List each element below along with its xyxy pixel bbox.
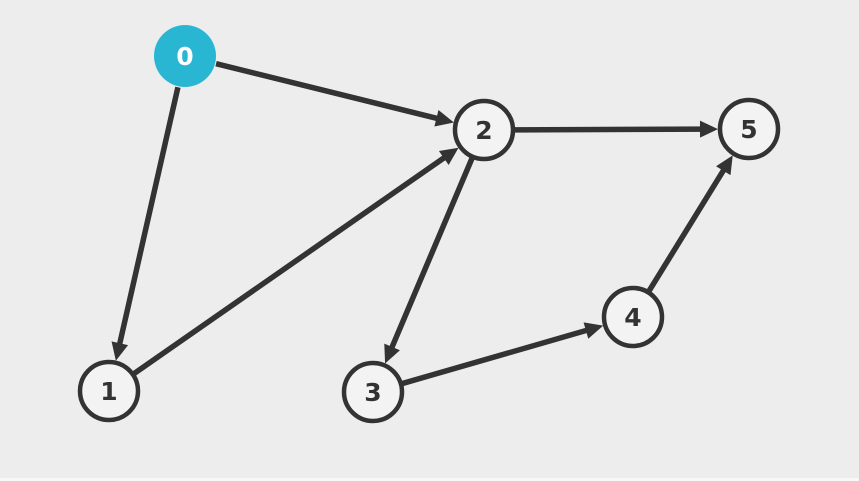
- arrowhead-icon: [111, 341, 129, 361]
- node-0[interactable]: 0: [154, 25, 216, 87]
- edge-0-2: [215, 61, 454, 127]
- edge-0-1: [111, 86, 181, 361]
- window-bottom-edge: [0, 478, 859, 481]
- node-3[interactable]: 3: [341, 360, 405, 424]
- node-circle-4[interactable]: [601, 285, 665, 349]
- arrowhead-icon: [438, 147, 459, 165]
- node-1[interactable]: 1: [77, 359, 141, 423]
- node-label-0: 0: [176, 42, 193, 71]
- edge-3-4: [401, 322, 604, 387]
- edge-2-5: [513, 120, 719, 138]
- edge-line-1-2: [132, 152, 451, 377]
- arrowhead-icon: [434, 109, 454, 127]
- arrowhead-icon: [384, 343, 400, 364]
- node-2[interactable]: 2: [452, 98, 516, 162]
- node-circle-2[interactable]: [452, 98, 516, 162]
- node-label-1: 1: [100, 377, 117, 406]
- node-circle-5[interactable]: [717, 97, 781, 161]
- node-label-3: 3: [364, 378, 381, 407]
- edge-line-0-2: [215, 61, 443, 123]
- node-circle-1[interactable]: [77, 359, 141, 423]
- node-5[interactable]: 5: [717, 97, 781, 161]
- edge-4-5: [646, 155, 733, 293]
- node-circle-0[interactable]: [154, 25, 216, 87]
- edge-line-2-5: [513, 126, 707, 133]
- edge-line-4-5: [646, 164, 729, 293]
- arrowhead-icon: [716, 155, 733, 176]
- node-4[interactable]: 4: [601, 285, 665, 349]
- edge-line-2-3: [387, 156, 475, 354]
- edge-line-0-1: [115, 86, 181, 350]
- node-circle-3[interactable]: [341, 360, 405, 424]
- arrowhead-icon: [583, 322, 604, 339]
- edge-2-3: [384, 156, 475, 364]
- edge-line-3-4: [401, 326, 593, 387]
- node-label-5: 5: [740, 115, 757, 144]
- arrowhead-icon: [699, 120, 719, 138]
- node-label-2: 2: [475, 116, 492, 145]
- edge-1-2: [132, 147, 459, 377]
- node-label-4: 4: [624, 303, 641, 332]
